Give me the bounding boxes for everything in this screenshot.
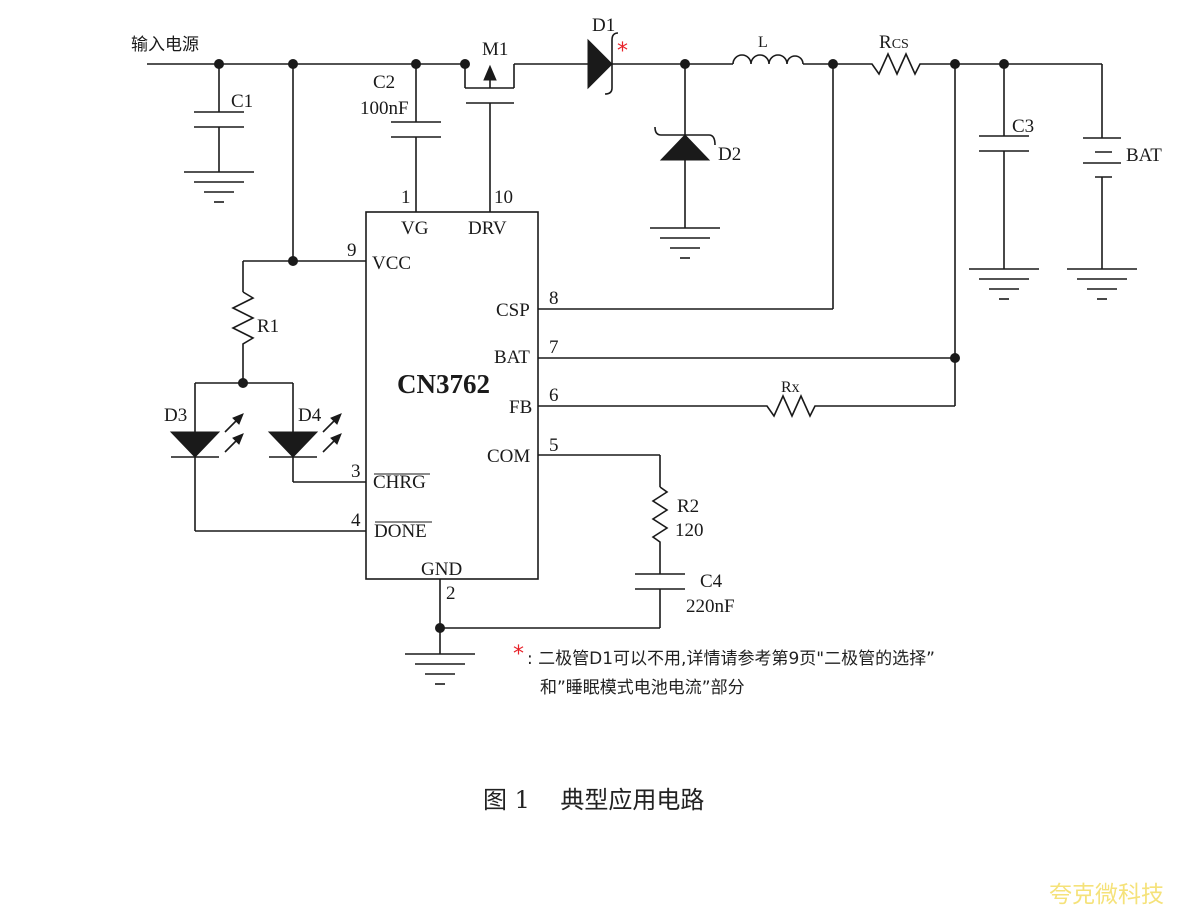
r1-label: R1 (257, 316, 279, 337)
c4-value: 220nF (686, 596, 735, 617)
c4-label: C4 (700, 571, 723, 592)
pin-number: 3 (351, 461, 361, 482)
led-d3: D3 (164, 405, 244, 458)
c3-label: C3 (1012, 116, 1034, 137)
pin-number: 2 (446, 583, 456, 604)
d3-label: D3 (164, 405, 187, 426)
resistor-zigzag (651, 486, 669, 547)
diode-d1: D1 * (587, 15, 628, 95)
junction-dot (411, 59, 421, 69)
c2-value: 100nF (360, 98, 409, 119)
resistor-r2: R2 120 (651, 486, 704, 547)
m1-label: M1 (482, 39, 508, 60)
junction-dot (435, 623, 445, 633)
arrow-icon (483, 64, 497, 81)
junction-dot (288, 59, 298, 69)
watermark: 夸克微科技 (1049, 882, 1164, 908)
diode-triangle (587, 38, 613, 90)
inductor-l: L (732, 34, 804, 65)
pin-name-gnd: GND (421, 559, 462, 580)
pin-number: 8 (549, 288, 559, 309)
pin-name-drv: DRV (468, 218, 507, 239)
resistor-rx: Rx (763, 379, 824, 418)
note-asterisk: * (513, 642, 524, 667)
pin-name-fb: FB (509, 397, 532, 418)
resistor-zigzag (763, 394, 824, 418)
resistor-zigzag (231, 291, 255, 348)
resistor-r1: R1 (231, 291, 279, 348)
footnote: * : 二极管D1可以不用,详情请参考第9页"二极管的选择” 和”睡眠模式电池电… (513, 642, 935, 698)
led-triangle (267, 431, 319, 458)
battery-bat: BAT (1083, 137, 1162, 178)
ic-name: CN3762 (397, 369, 490, 399)
mosfet-m1: M1 (464, 39, 515, 104)
capacitor-c2: C2 100nF (360, 72, 441, 138)
pin-number: 4 (351, 510, 361, 531)
pin-name-com: COM (487, 446, 530, 467)
pin-name-vcc: VCC (372, 253, 411, 274)
c2-label: C2 (373, 72, 395, 93)
pin-name-done: DONE (374, 521, 427, 542)
d2-label: D2 (718, 144, 741, 165)
pin-number: 9 (347, 240, 357, 261)
pin-number: 5 (549, 435, 559, 456)
ic-body (365, 211, 539, 580)
pin-number: 7 (549, 337, 559, 358)
ic-cn3762: CN3762 1 VG 10 DRV 9 VCC 8 CSP 7 BAT 6 F… (347, 187, 559, 604)
ground-symbol-bat (1067, 268, 1137, 300)
pin-name-chrg: CHRG (373, 472, 426, 493)
d4-label: D4 (298, 405, 322, 426)
junction-dot (828, 59, 838, 69)
rx-label: Rx (781, 379, 800, 396)
pin-name-csp: CSP (496, 300, 530, 321)
junction-dot (999, 59, 1009, 69)
junctions (214, 59, 1009, 633)
pin-number: 10 (494, 187, 513, 208)
pin-number: 1 (401, 187, 411, 208)
junction-dot (214, 59, 224, 69)
pin-name-vg: VG (401, 218, 429, 239)
ground-symbol-ic (405, 653, 475, 685)
ground-symbol-c3 (969, 268, 1039, 300)
led-d4: D4 (267, 405, 342, 458)
junction-dot (238, 378, 248, 388)
inductor-coil (732, 54, 804, 65)
note-line-1: : 二极管D1可以不用,详情请参考第9页"二极管的选择” (527, 649, 935, 669)
figure-caption: 图 1 典型应用电路 (483, 786, 704, 814)
resistor-zigzag (868, 52, 925, 76)
pin-number: 6 (549, 385, 559, 406)
bat-label: BAT (1126, 145, 1162, 166)
ground-symbol-d2 (650, 227, 720, 259)
input-power-label: 输入电源 (131, 35, 199, 55)
diode-triangle (659, 134, 711, 161)
capacitor-c3: C3 (979, 116, 1034, 152)
resistor-rcs: RCS (868, 32, 925, 76)
l-label: L (758, 34, 768, 51)
junction-dot (680, 59, 690, 69)
r2-label: R2 (677, 496, 699, 517)
junction-dot (950, 353, 960, 363)
junction-dot (950, 59, 960, 69)
junction-dot (288, 256, 298, 266)
wires (147, 63, 1103, 654)
capacitor-c1: C1 (194, 91, 253, 128)
c1-label: C1 (231, 91, 253, 112)
ground-symbol-c1 (184, 171, 254, 203)
led-triangle (169, 431, 221, 458)
pin-name-bat: BAT (494, 347, 530, 368)
capacitor-c4: C4 220nF (635, 571, 735, 617)
r2-value: 120 (675, 520, 704, 541)
d1-label: D1 (592, 15, 615, 36)
rcs-label: RCS (879, 32, 909, 53)
d1-asterisk: * (617, 39, 628, 64)
diode-d2: D2 (654, 126, 741, 165)
note-line-2: 和”睡眠模式电池电流”部分 (540, 678, 745, 698)
